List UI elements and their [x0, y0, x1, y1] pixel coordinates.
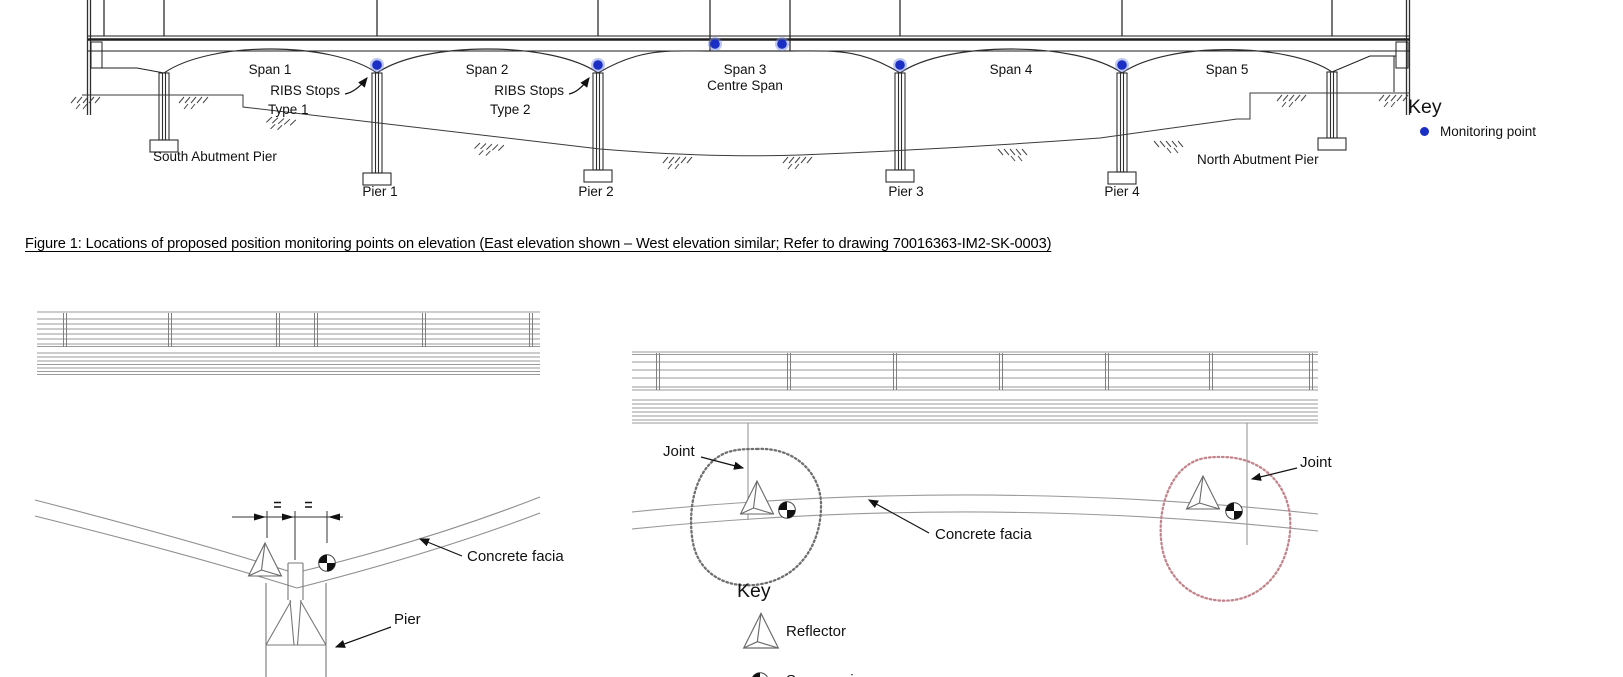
survey-prism-icon-left-joint — [778, 501, 796, 519]
pier-4-column — [1107, 72, 1137, 185]
railing — [37, 311, 540, 347]
dimension-arrowheads — [254, 513, 340, 521]
label-span-3: Span 3 — [724, 62, 767, 77]
monitoring-point-pier2 — [591, 58, 605, 72]
deck-edge-band-right — [632, 399, 1318, 424]
railing-right — [632, 351, 1318, 391]
label-joint-right: Joint — [1300, 454, 1333, 471]
label-span-4: Span 4 — [990, 62, 1033, 77]
label-pier-4: Pier 4 — [1104, 184, 1140, 199]
pier-detail-drawing: Concrete facia Pier — [34, 311, 564, 677]
highlight-circle-pink — [1159, 455, 1292, 602]
label-span-5: Span 5 — [1206, 62, 1249, 77]
north-abutment-pier-column — [1317, 71, 1347, 151]
highlight-circle-gray — [689, 447, 823, 587]
pier-1-column — [362, 72, 392, 186]
span-arches — [163, 48, 1333, 74]
label-concrete-facia-right: Concrete facia — [935, 526, 1032, 543]
monitoring-point-pier4 — [1115, 58, 1129, 72]
ground-line — [82, 92, 1410, 157]
key-reflector-icon — [743, 612, 779, 649]
reflector-icon-right-joint — [1185, 475, 1221, 510]
monitoring-point-deck-left — [708, 37, 722, 51]
label-joint-left: Joint — [663, 443, 696, 460]
ribs-leaders — [344, 77, 590, 95]
detail-key: Key Reflector Survey prism — [737, 580, 874, 677]
railing-posts-right — [655, 353, 1314, 390]
monitoring-points — [370, 37, 1129, 72]
key-title: Key — [1408, 96, 1442, 118]
south-abutment-pier-column — [149, 72, 179, 153]
key-survey-prism-icon — [751, 672, 769, 677]
pier-3-column — [885, 72, 915, 183]
monitoring-point-key-icon — [1420, 127, 1429, 136]
pier-structure — [265, 562, 327, 677]
label-span-1: Span 1 — [249, 62, 292, 77]
label-pier-3: Pier 3 — [888, 184, 923, 199]
key-reflector-label: Reflector — [786, 623, 846, 640]
monitoring-point-deck-right — [775, 37, 789, 51]
reflector-icon-left-joint — [739, 480, 775, 515]
label-pier-1: Pier 1 — [362, 184, 397, 199]
key-survey-prism-label: Survey prism — [786, 672, 874, 677]
label-ribs-type-1: Type 1 — [268, 102, 309, 117]
key-monitoring-point-label: Monitoring point — [1440, 124, 1536, 139]
monitoring-point-pier1 — [370, 58, 384, 72]
label-span-2: Span 2 — [466, 62, 509, 77]
label-north-abutment: North Abutment Pier — [1197, 152, 1319, 167]
concrete-facia-curve — [631, 494, 1319, 532]
label-ribs-type-2: Type 2 — [490, 102, 531, 117]
joint-detail-drawing: Joint Joint Concrete facia Key Reflector… — [631, 351, 1333, 677]
railing-posts — [62, 313, 534, 347]
label-ribs-stops-2: RIBS Stops — [494, 83, 564, 98]
label-concrete-facia-left: Concrete facia — [467, 548, 564, 565]
bridge-elevation-drawing: Span 1 Span 2 Span 3 Centre Span Span 4 … — [70, 0, 1536, 199]
monitoring-point-pier3 — [893, 58, 907, 72]
reflector-icon — [247, 542, 283, 577]
label-centre-span: Centre Span — [707, 78, 783, 93]
survey-prism-icon — [318, 554, 336, 572]
detail-left-leaders — [334, 538, 463, 648]
survey-prism-icon-right-joint — [1225, 502, 1243, 520]
label-pier: Pier — [394, 611, 421, 628]
label-ribs-stops-1: RIBS Stops — [270, 83, 340, 98]
elevation-labels: Span 1 Span 2 Span 3 Centre Span Span 4 … — [153, 62, 1319, 199]
dimension-lines — [232, 501, 343, 560]
label-south-abutment: South Abutment Pier — [153, 149, 277, 164]
detail-right-leaders — [700, 456, 1298, 534]
figure1-caption: Figure 1: Locations of proposed position… — [25, 236, 1052, 252]
deck-edge-band — [37, 352, 540, 376]
bridge-deck — [88, 35, 1410, 92]
elevation-key: Key Monitoring point — [1408, 96, 1536, 139]
label-pier-2: Pier 2 — [578, 184, 613, 199]
pier-2-column — [583, 72, 613, 183]
detail-key-title: Key — [737, 580, 771, 602]
